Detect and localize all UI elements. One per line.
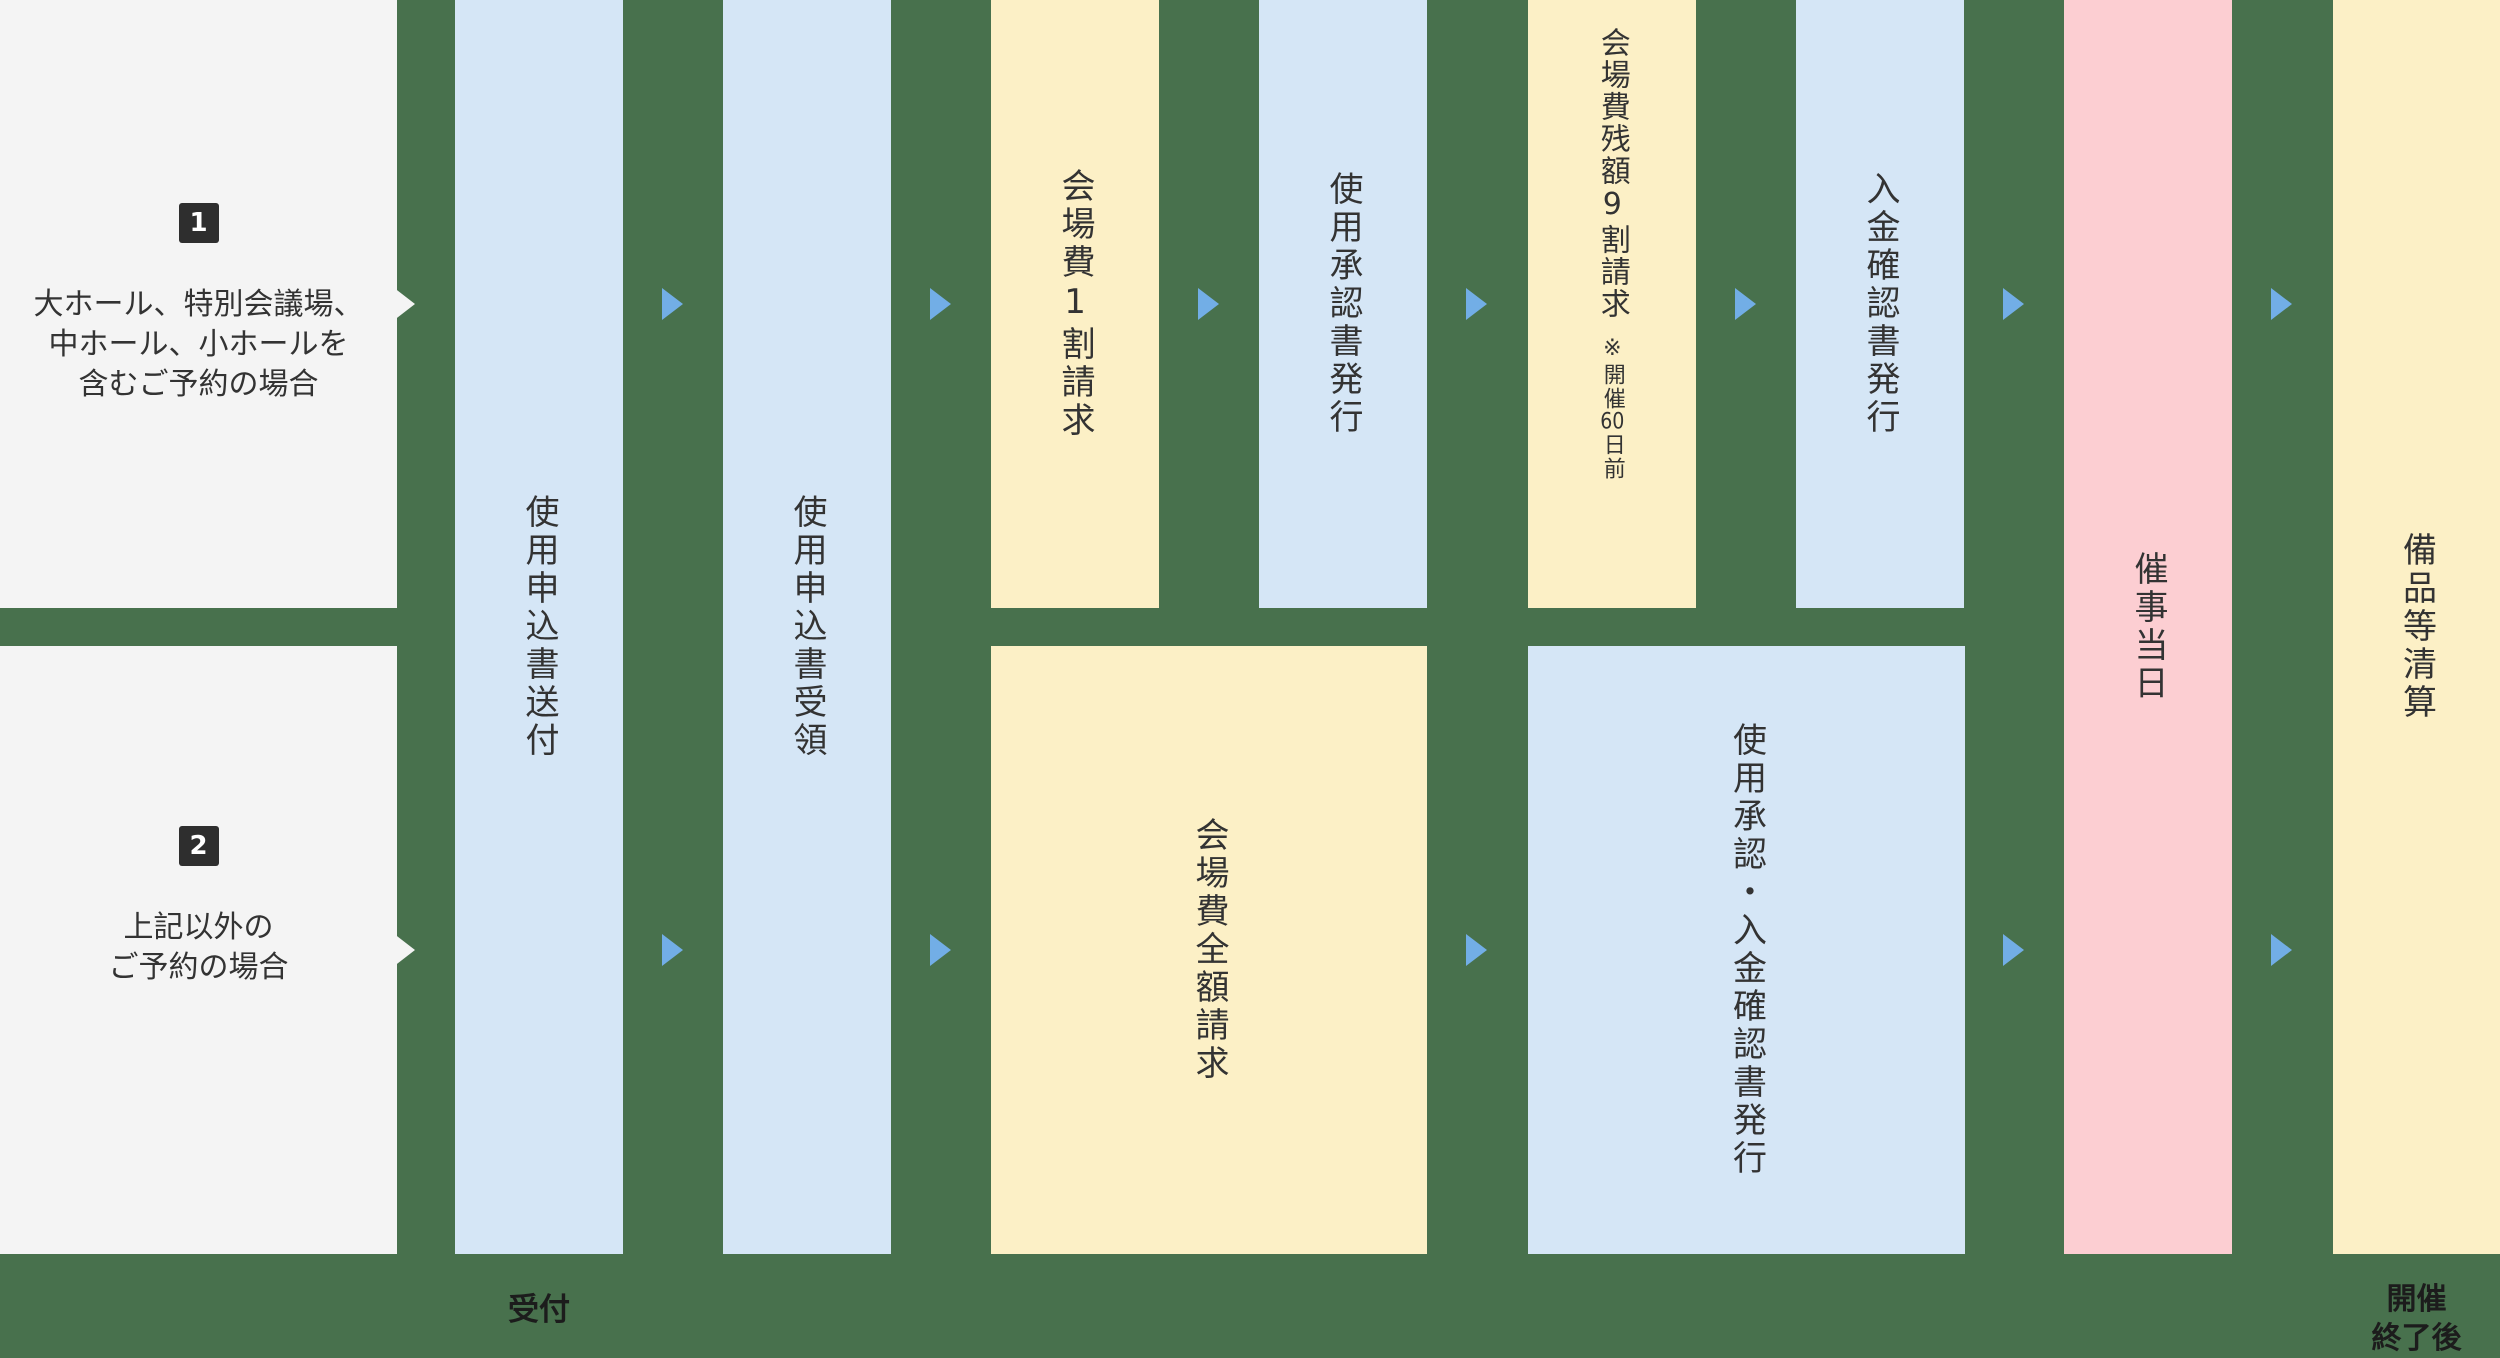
flow-box-invoice-full: 会場費全額請求 — [991, 646, 1427, 1254]
step-label-invoice10: 会場費1割請求 — [1055, 168, 1096, 440]
footer-after-line: 開催 — [2386, 1282, 2447, 1317]
flow-column-event-day: 催事当日 — [2064, 0, 2232, 1254]
flow-box-invoice10: 会場費1割請求 — [991, 0, 1159, 608]
arrow-bottom-3-icon — [1466, 934, 1487, 966]
case-box-2: 2 上記以外の ご予約の場合 — [0, 646, 397, 1254]
footer-label-reception: 受付 — [508, 1292, 570, 1328]
invoice90-note: ※開催60日前 — [1600, 336, 1625, 481]
case-text-line: 中ホール、小ホールを — [48, 327, 349, 362]
invoice90-note-number: 60 — [1600, 411, 1625, 433]
arrow-top-1-icon — [662, 288, 683, 320]
step-label-receive: 使用申込書受領 — [787, 494, 828, 760]
flow-column-settlement: 備品等清算 — [2333, 0, 2500, 1254]
case-1-content: 1 大ホール、特別会議場、 中ホール、小ホールを 含むご予約の場合 — [34, 203, 364, 405]
step-label-event-day: 催事当日 — [2128, 551, 2169, 703]
case-text-line: 大ホール、特別会議場、 — [33, 287, 364, 322]
case-2-text: 上記以外の ご予約の場合 — [109, 908, 289, 988]
arrow-top-3-icon — [1198, 288, 1219, 320]
arrow-top-6-icon — [2003, 288, 2024, 320]
flow-box-approval: 使用承認書発行 — [1259, 0, 1427, 608]
step-label-settlement: 備品等清算 — [2396, 532, 2437, 722]
arrow-top-4-icon — [1466, 288, 1487, 320]
arrow-bottom-1-icon — [662, 934, 683, 966]
arrow-top-7-icon — [2271, 288, 2292, 320]
arrow-bottom-2-icon — [930, 934, 951, 966]
step-label-approval: 使用承認書発行 — [1323, 171, 1364, 437]
invoice90-main-text: 会場費残額9割請求 — [1594, 27, 1630, 320]
arrow-case1-icon — [393, 287, 415, 321]
step-label-approval-payment: 使用承認・入金確認書発行 — [1726, 722, 1767, 1178]
flow-box-invoice90: 会場費残額9割請求 ※開催60日前 — [1528, 0, 1696, 608]
flow-box-approval-payment: 使用承認・入金確認書発行 — [1528, 646, 1965, 1254]
case-1-number-badge: 1 — [178, 203, 219, 243]
flow-column-send: 使用申込書送付 — [455, 0, 623, 1254]
case-2-content: 2 上記以外の ご予約の場合 — [109, 826, 289, 988]
case-2-number-badge: 2 — [178, 826, 219, 866]
case-2-number: 2 — [189, 831, 208, 861]
case-1-number: 1 — [189, 208, 208, 238]
flow-box-payment-confirm: 入金確認書発行 — [1796, 0, 1964, 608]
case-text-line: 含むご予約の場合 — [78, 367, 319, 402]
step-label-invoice-full: 会場費全額請求 — [1189, 817, 1230, 1083]
invoice90-note-suffix: 日前 — [1599, 433, 1625, 481]
footer-after-line: 終了後 — [2371, 1321, 2462, 1356]
case-text-line: 上記以外の — [123, 910, 274, 945]
invoice90-note-prefix: ※開催 — [1599, 336, 1625, 411]
arrow-bottom-4-icon — [2003, 934, 2024, 966]
case-1-text: 大ホール、特別会議場、 中ホール、小ホールを 含むご予約の場合 — [34, 285, 364, 405]
arrow-top-5-icon — [1735, 288, 1756, 320]
flow-column-receive: 使用申込書受領 — [723, 0, 891, 1254]
step-label-payment-confirm: 入金確認書発行 — [1860, 171, 1901, 437]
arrow-case2-icon — [393, 933, 415, 967]
arrow-top-2-icon — [930, 288, 951, 320]
arrow-bottom-5-icon — [2271, 934, 2292, 966]
case-text-line: ご予約の場合 — [108, 950, 289, 985]
footer-label-after: 開催 終了後 — [2333, 1280, 2500, 1358]
step-label-invoice90: 会場費残額9割請求 ※開催60日前 — [1594, 27, 1630, 481]
case-box-1: 1 大ホール、特別会議場、 中ホール、小ホールを 含むご予約の場合 — [0, 0, 397, 608]
step-label-send: 使用申込書送付 — [519, 494, 560, 760]
